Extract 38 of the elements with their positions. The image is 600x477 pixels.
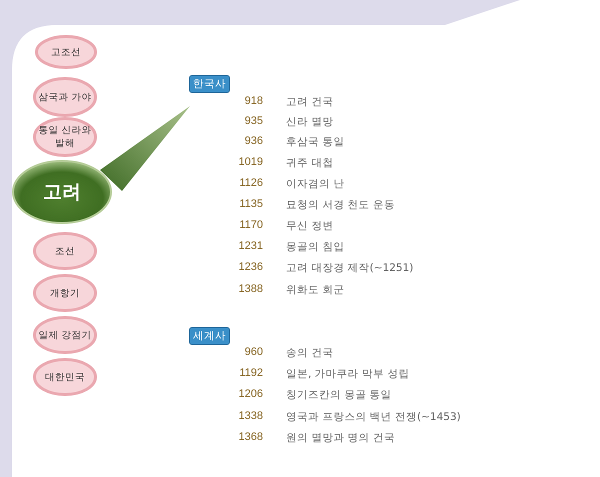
era-ellipse: 통일 신라와 발해 <box>33 117 97 157</box>
event-text: 무신 정변 <box>286 219 334 233</box>
event-text: 묘청의 서경 천도 운동 <box>286 198 396 212</box>
event-text: 귀주 대첩 <box>286 156 334 170</box>
year-text: 960 <box>244 346 263 358</box>
year-text: 1126 <box>238 177 263 189</box>
era-ellipse: 대한민국 <box>33 358 97 396</box>
year-text: 1206 <box>238 388 263 400</box>
year-text: 1170 <box>238 219 263 231</box>
year-text: 1192 <box>238 367 263 379</box>
year-text: 935 <box>244 115 263 127</box>
year-text: 1135 <box>238 198 263 210</box>
year-text: 1019 <box>238 156 263 168</box>
era-ellipse: 조선 <box>33 232 97 270</box>
event-text: 신라 멸망 <box>286 115 334 129</box>
event-text: 일본, 가마쿠라 막부 성립 <box>286 367 410 381</box>
event-text: 몽골의 침입 <box>286 240 344 254</box>
section-tag: 한국사 <box>189 75 230 93</box>
era-ellipse: 삼국과 가야 <box>33 77 97 117</box>
section-tag: 세계사 <box>189 327 230 345</box>
year-text: 936 <box>244 135 263 147</box>
year-text: 1338 <box>238 410 263 422</box>
year-text: 918 <box>244 95 263 107</box>
event-text: 영국과 프랑스의 백년 전쟁(~1453) <box>286 410 461 424</box>
event-text: 송의 건국 <box>286 346 334 360</box>
year-text: 1236 <box>238 261 263 273</box>
era-ellipse: 개항기 <box>33 274 97 312</box>
year-text: 1368 <box>238 431 263 443</box>
event-text: 후삼국 통일 <box>286 135 344 149</box>
event-text: 고려 대장경 제작(~1251) <box>286 261 414 275</box>
event-text: 위화도 회군 <box>286 283 344 297</box>
event-text: 이자겸의 난 <box>286 177 344 191</box>
event-text: 고려 건국 <box>286 95 334 109</box>
year-text: 1388 <box>238 283 263 295</box>
event-text: 칭기즈칸의 몽골 통일 <box>286 388 392 402</box>
year-text: 1231 <box>238 240 263 252</box>
era-ellipse: 일제 강점기 <box>33 316 97 354</box>
event-text: 원의 멸망과 명의 건국 <box>286 431 396 445</box>
